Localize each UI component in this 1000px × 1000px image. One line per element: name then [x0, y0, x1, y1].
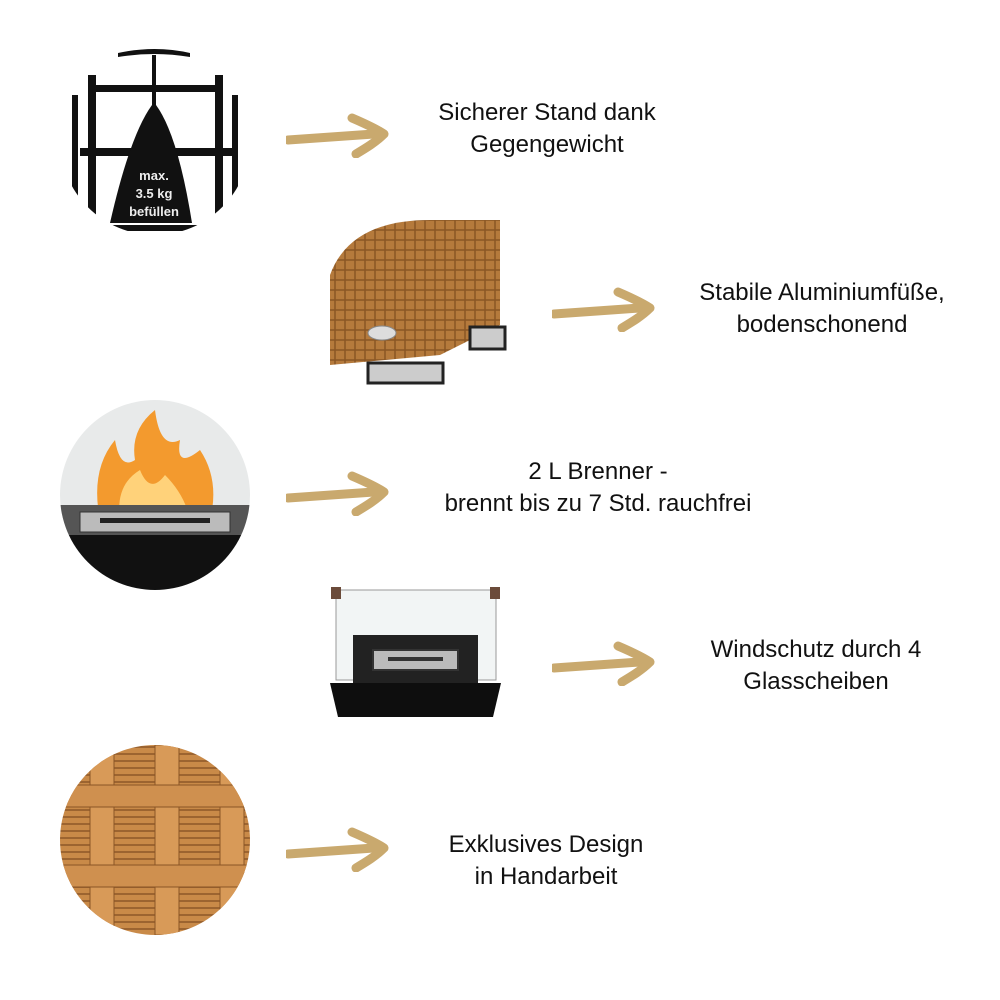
arrow-icon	[552, 286, 656, 332]
arrow-icon	[286, 470, 390, 516]
arrow-icon	[552, 640, 656, 686]
bag-label-line-2: 3.5 kg	[136, 186, 173, 201]
bag-label-line-1: max.	[139, 168, 169, 183]
feature-line: Stabile Aluminiumfüße,	[699, 279, 945, 306]
rattan-weave-image	[60, 745, 250, 935]
glass-windshield-image	[328, 585, 503, 720]
feature-line: Exklusives Design	[448, 831, 644, 858]
arrow-icon	[286, 826, 390, 872]
feature-line: in Handarbeit	[474, 863, 618, 890]
burner-flame-image	[60, 400, 250, 590]
feature-text-5: Exklusives Design in Handarbeit	[449, 829, 644, 893]
feature-line: Gegengewicht	[470, 131, 624, 158]
feature-line: Sicherer Stand dank	[438, 99, 656, 126]
feature-line: bodenschonend	[736, 311, 908, 338]
feature-text-3: 2 L Brenner - brennt bis zu 7 Std. rauch…	[445, 456, 752, 520]
feature-line: Glasscheiben	[743, 668, 889, 695]
feature-text-2: Stabile Aluminiumfüße, bodenschonend	[699, 277, 944, 341]
feature-line: Windschutz durch 4	[710, 636, 922, 663]
feature-line: 2 L Brenner -	[528, 458, 668, 485]
bag-label-line-3: befüllen	[129, 204, 179, 219]
feature-text-4: Windschutz durch 4 Glasscheiben	[711, 634, 922, 698]
arrow-icon	[286, 112, 390, 158]
feature-text-1: Sicherer Stand dank Gegengewicht	[438, 97, 655, 161]
aluminium-feet-image	[320, 215, 515, 395]
counterweight-image: max. 3.5 kg befüllen	[60, 45, 250, 235]
feature-line: brennt bis zu 7 Std. rauchfrei	[444, 490, 752, 517]
